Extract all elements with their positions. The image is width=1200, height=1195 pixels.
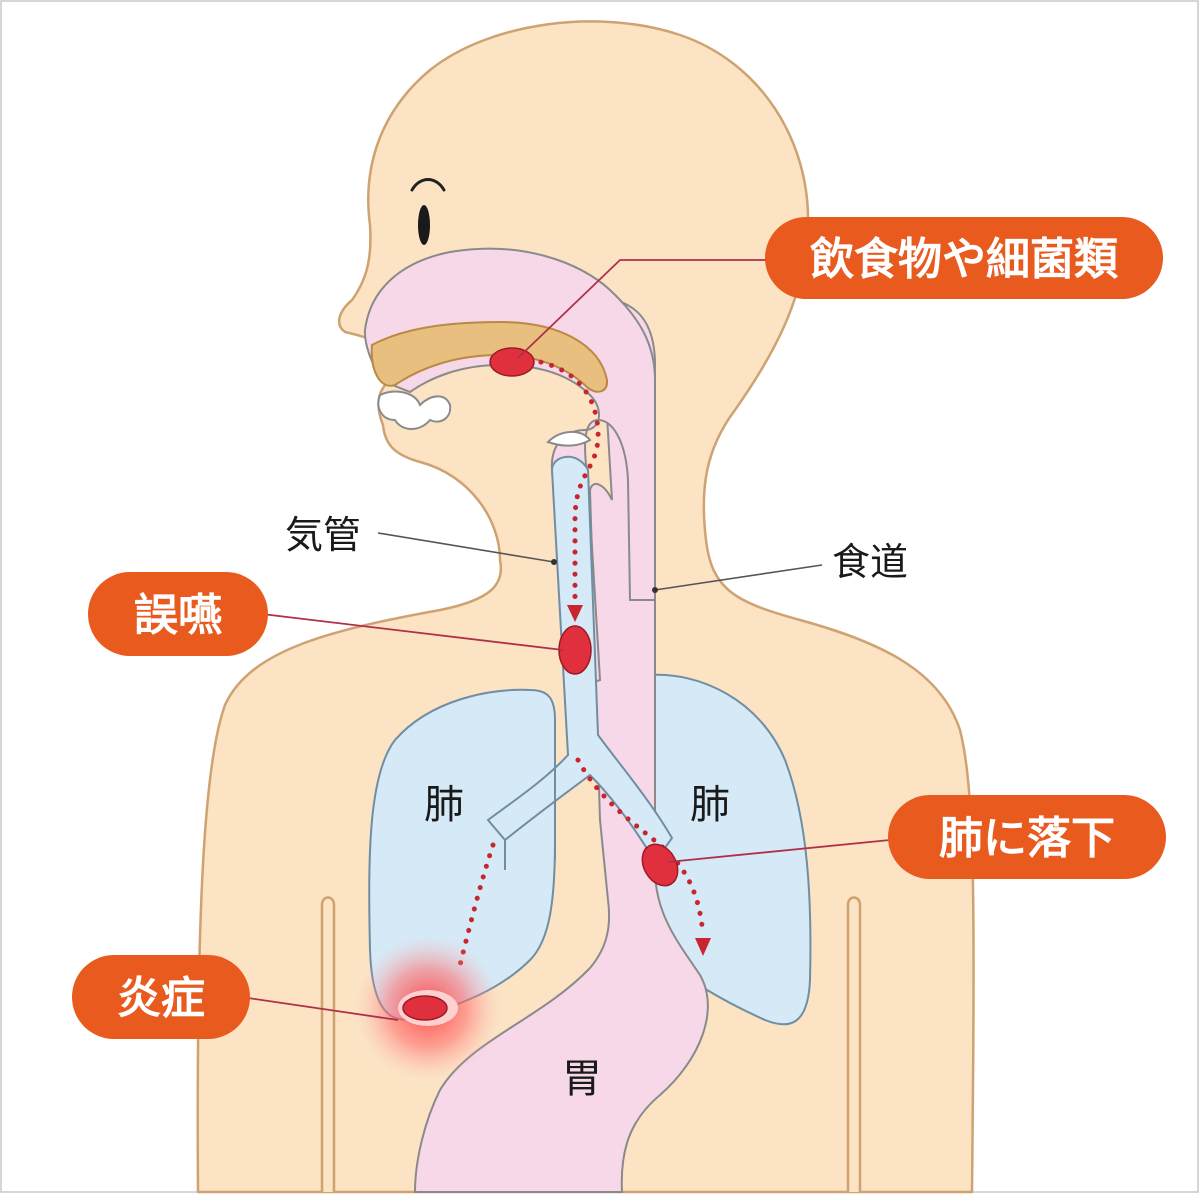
hard-palate [370, 320, 609, 393]
callout-food-bg [765, 217, 1163, 299]
callout-inflammation-bg [72, 955, 250, 1039]
callout-food-bacteria: 飲食物や細菌類 [765, 217, 1163, 299]
label-lung-right: 肺 [690, 782, 730, 828]
epiglottis [546, 431, 592, 447]
leader-esophagus [654, 564, 823, 591]
eyebrow [410, 178, 446, 192]
callout-fall-into-lung: 肺に落下 [888, 795, 1166, 879]
label-trachea: 気管 [285, 513, 361, 557]
callout-food-text: 飲食物や細菌類 [810, 234, 1119, 285]
callout-fall-bg [888, 795, 1166, 879]
bolus-mouth [489, 347, 535, 377]
label-stomach: 胃 [562, 1056, 602, 1102]
callout-aspiration: 誤嚥 [88, 572, 268, 656]
path-mouth-to-trachea [527, 357, 601, 603]
label-esophagus: 食道 [832, 540, 908, 584]
bolus-trachea [558, 625, 592, 675]
leader-trachea-dot [551, 559, 557, 565]
leader-fall [667, 839, 891, 863]
left-arm-line [320, 896, 336, 1192]
callout-inflammation: 炎症 [72, 955, 250, 1039]
leader-trachea [377, 532, 555, 563]
path-bronchus-right [575, 757, 706, 938]
leader-aspiration [261, 613, 564, 651]
arrow-right-lung [695, 938, 711, 956]
leader-food [517, 259, 772, 359]
leader-esophagus-dot [652, 587, 658, 593]
arrow-trachea [567, 605, 583, 622]
right-arm-line [846, 896, 862, 1192]
tongue-cut [377, 390, 452, 430]
bronchus-edge [504, 720, 556, 870]
leader-inflammation [247, 997, 399, 1021]
callout-aspiration-bg [88, 572, 268, 656]
label-lung-left: 肺 [424, 782, 464, 828]
callout-aspiration-text: 誤嚥 [134, 590, 222, 641]
callout-fall-text: 肺に落下 [939, 813, 1115, 864]
bolus-lung [402, 995, 448, 1021]
eye [418, 205, 430, 245]
callout-inflammation-text: 炎症 [117, 973, 205, 1024]
bolus-bronchus [641, 843, 679, 887]
